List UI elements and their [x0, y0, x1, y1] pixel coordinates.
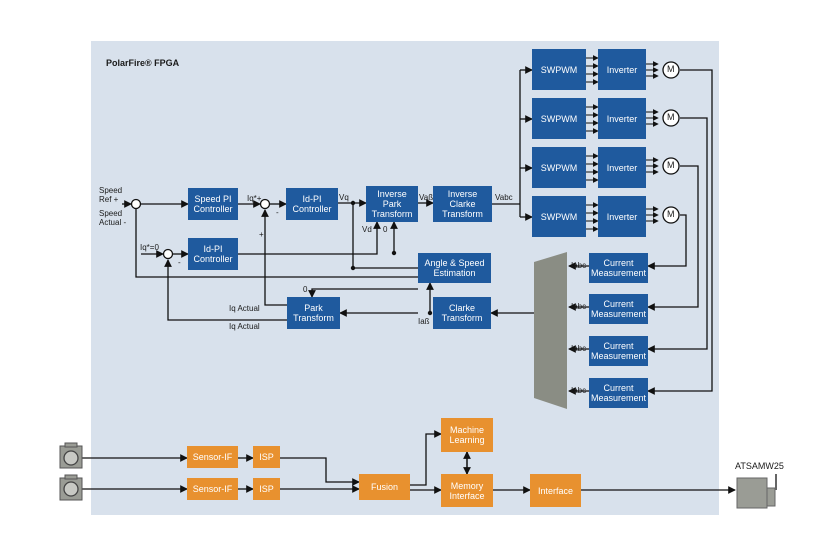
id-pi-controller-block: Id-PI Controller — [286, 188, 338, 220]
adc-mux-shape — [534, 252, 567, 409]
camera-icon — [59, 474, 83, 501]
current-measurement-block: Current Measurement — [589, 378, 648, 408]
motor-label: M — [667, 112, 675, 122]
iq-star-label: Iq*+ — [247, 194, 262, 203]
motor-label: M — [667, 209, 675, 219]
va-beta-label: Vaß — [419, 193, 434, 202]
current-measurement-block: Current Measurement — [589, 294, 648, 324]
pwm-bus-wires — [586, 55, 659, 232]
motor-1 — [662, 61, 680, 79]
speed-sum-junction — [130, 198, 142, 210]
vd-label: Vd — [362, 225, 372, 234]
inverter-block: Inverter — [598, 49, 646, 90]
summing-junctions — [130, 198, 271, 260]
id-pi-controller-block: Id-PI Controller — [188, 238, 238, 270]
isp-block: ISP — [253, 478, 280, 500]
iq-minus-label: - — [276, 208, 279, 217]
zero-label: 0 — [383, 225, 388, 234]
iq-actual-label: Iq Actual — [229, 304, 260, 313]
id-star-label: Iq*=0 — [140, 243, 159, 252]
zero-label: 0 — [303, 285, 308, 294]
swpwm-block: SWPWM — [532, 49, 586, 90]
inverse-clarke-block: Inverse Clarke Transform — [433, 186, 492, 222]
motor-label: M — [667, 160, 675, 170]
speed-actual-label: Speed Actual - — [99, 209, 127, 227]
ia-beta-label: Iaß — [418, 317, 430, 326]
fpga-title: PolarFire® FPGA — [106, 58, 180, 68]
camera-icon — [59, 442, 83, 469]
inverter-block: Inverter — [598, 196, 646, 237]
interface-block: Interface — [530, 474, 581, 507]
id-minus-label: - — [178, 258, 181, 267]
park-transform-block: Park Transform — [287, 297, 340, 329]
machine-learning-block: Machine Learning — [441, 418, 493, 452]
iabc-label: Iabc — [571, 386, 587, 395]
iabc-label: Iabc — [571, 302, 587, 311]
clarke-transform-block: Clarke Transform — [433, 297, 491, 329]
id-sum-junction — [162, 248, 174, 260]
iabc-label: Iabc — [571, 344, 587, 353]
motor-2 — [662, 109, 680, 127]
motor-3 — [662, 157, 680, 175]
plus-label: + — [259, 230, 264, 239]
iabc-label: Iabc — [571, 261, 587, 270]
fusion-block: Fusion — [359, 474, 410, 500]
vision-wires — [82, 430, 736, 494]
inverse-park-block: Inverse Park Transform — [366, 186, 418, 222]
inverter-block: Inverter — [598, 147, 646, 188]
control-wires — [122, 66, 713, 395]
vabc-label: Vabc — [495, 193, 513, 202]
motors — [662, 61, 680, 224]
current-measurement-block: Current Measurement — [589, 253, 648, 283]
sensor-if-block: Sensor-IF — [187, 446, 238, 468]
iq-actual-label: Iq Actual — [229, 322, 260, 331]
isp-block: ISP — [253, 446, 280, 468]
speed-pi-controller-block: Speed PI Controller — [188, 188, 238, 220]
swpwm-block: SWPWM — [532, 147, 586, 188]
iq-sum-junction — [259, 198, 271, 210]
current-measurement-block: Current Measurement — [589, 336, 648, 366]
junction-dots — [350, 200, 433, 316]
angle-speed-estimation-block: Angle & Speed Estimation — [418, 253, 491, 283]
speed-ref-label: Speed Ref + — [99, 186, 123, 204]
motor-4 — [662, 206, 680, 224]
swpwm-block: SWPWM — [532, 196, 586, 237]
motor-label: M — [667, 64, 675, 74]
atsamw25-label: ATSAMW25 — [735, 461, 784, 471]
vq-label: Vq — [339, 193, 349, 202]
wifi-module-icon — [736, 474, 777, 509]
memory-interface-block: Memory Interface — [441, 474, 493, 507]
inverter-block: Inverter — [598, 98, 646, 139]
swpwm-block: SWPWM — [532, 98, 586, 139]
sensor-if-block: Sensor-IF — [187, 478, 238, 500]
